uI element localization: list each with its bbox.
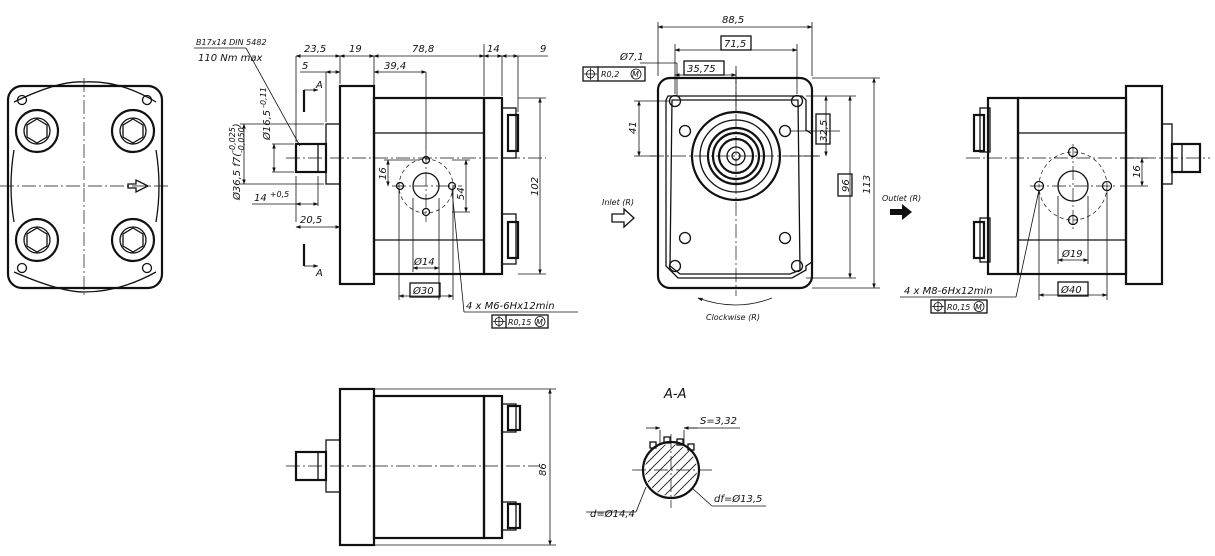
section-title: A-A	[663, 387, 686, 402]
svg-text:M: M	[975, 303, 982, 312]
bottom-view: 86	[286, 387, 556, 547]
inlet-arrow-icon	[611, 207, 635, 229]
position-tolerance-frame-3: R0,15 M	[930, 299, 988, 314]
dim-dia-19: Ø19	[1061, 248, 1083, 260]
side-view-outlet: 16 Ø19 Ø40 4 x M8-6Hx12min R0,15 M	[900, 84, 1210, 314]
dim-113: 113	[862, 175, 873, 194]
dim-16-5: Ø16,5-0,11	[259, 87, 273, 141]
spline-spec: B17x14 DIN 5482	[196, 38, 267, 47]
dim-dia-7-1: Ø7,1	[619, 51, 644, 63]
dim-dia-14: Ø14	[413, 256, 435, 268]
dim-16: 16	[378, 167, 389, 180]
dim-102: 102	[530, 177, 541, 196]
dim-19: 19	[349, 44, 362, 55]
dim-96: 96	[841, 179, 852, 192]
section-mark-bottom: A	[315, 268, 323, 279]
dim-5: 5	[302, 61, 308, 72]
outlet-label: Outlet (R)	[882, 194, 921, 203]
section-a-a: A-A	[586, 387, 766, 520]
dim-32-5: 32,5	[819, 120, 830, 142]
dim-dia-30: Ø30	[412, 285, 434, 297]
dim-20-5: 20,5	[300, 215, 322, 226]
inlet-label: Inlet (R)	[602, 198, 634, 207]
spline-teeth	[649, 436, 695, 451]
dim-dia-40: Ø40	[1060, 284, 1082, 296]
dim-39-4: 39,4	[384, 61, 406, 72]
dim-78-8: 78,8	[412, 44, 434, 55]
dim-16-outlet: 16	[1132, 165, 1143, 178]
torque-note: 110 Nm max	[198, 53, 263, 64]
section-mark-top: A	[315, 80, 323, 91]
rotation-label: Clockwise (R)	[706, 313, 760, 322]
front-corner-holes	[668, 94, 804, 273]
outer-diameter-label: d=Ø14,4	[590, 508, 635, 520]
svg-text:M: M	[536, 318, 543, 327]
root-diameter-label: df=Ø13,5	[714, 493, 762, 505]
svg-text:R0,15: R0,15	[947, 303, 970, 312]
rotation-arrow-icon	[127, 178, 150, 194]
thread-note-m8: 4 x M8-6Hx12min	[904, 286, 993, 297]
dim-54: 54	[456, 187, 467, 200]
rear-view	[0, 78, 170, 296]
svg-text:R0,15: R0,15	[508, 318, 531, 327]
dim-14-lower: 14+0,5	[254, 190, 289, 204]
dim-36-5: Ø36,5 f7(-0,025-0,050)	[228, 123, 246, 201]
svg-text:M: M	[632, 70, 639, 79]
svg-text:R0,2: R0,2	[601, 70, 619, 79]
rear-corner-holes	[16, 94, 153, 274]
side-view-shaft: A A 23,5 19 78,8 14 9 5 39,4 B17x14 DIN …	[194, 38, 578, 329]
outlet-arrow-icon	[890, 204, 912, 220]
thread-note-m6: 4 x M6-6Hx12min	[466, 301, 555, 312]
dim-14-top: 14	[487, 44, 500, 55]
position-tolerance-frame-2: R0,2 M	[582, 66, 646, 82]
dim-86: 86	[538, 463, 549, 476]
dim-23-5: 23,5	[304, 44, 326, 55]
dim-71-5: 71,5	[724, 39, 746, 50]
spline-width-label: S=3,32	[700, 416, 737, 427]
dim-88-5: 88,5	[722, 15, 744, 26]
rear-bolt-heads	[14, 108, 156, 263]
dim-9: 9	[540, 44, 546, 55]
dim-35-75: 35,75	[687, 64, 716, 75]
position-tolerance-frame-1: R0,15 M	[491, 314, 549, 329]
dim-41: 41	[628, 121, 639, 134]
front-view-flange: 88,5 71,5 35,75 Ø7,1 R0,2 M 41	[582, 15, 921, 322]
